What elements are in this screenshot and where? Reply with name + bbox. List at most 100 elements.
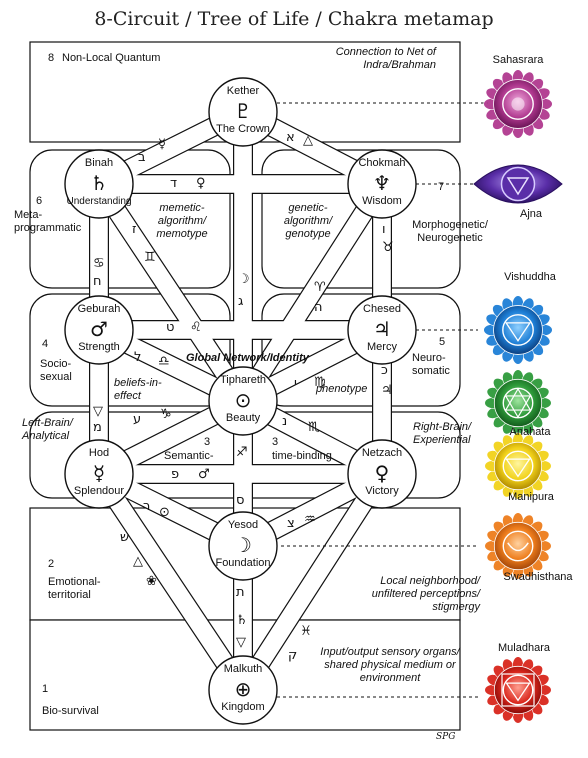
circuit-2-number: 2 xyxy=(48,558,55,570)
path-symbol-hod-yesod-sym-icon: ⊙ xyxy=(159,505,170,520)
path-symbol-netzach-yesod-sym-icon: ♒ xyxy=(304,512,316,527)
path-symbol-geburah-left-icon: ▽ xyxy=(93,404,103,419)
path-binah-tiphareth xyxy=(91,179,251,406)
sephira-geburah xyxy=(64,295,134,365)
sephira-hod-symbol-icon: ☿ xyxy=(92,461,106,485)
sephira-yesod-name: Yesod xyxy=(227,519,259,531)
path-symbol-kether-tiph-icon: ☽ xyxy=(238,272,250,287)
path-symbol-kether-tiph-h-icon: ג xyxy=(238,294,244,309)
chakra-vishuddha-icon xyxy=(483,295,553,365)
sephira-binah-symbol-icon: ♄ xyxy=(90,171,108,195)
circuit-2-note: Local neighborhood/ unfiltered perceptio… xyxy=(371,575,480,613)
path-symbol-binah-chokmah-sym-icon: ♀ xyxy=(196,176,206,191)
path-symbol-hod-yesod-icon: ר xyxy=(143,499,151,514)
path-symbol-chesed-tiph-sym-icon: ♍ xyxy=(314,375,326,390)
path-symbol-hod-malkuth-icon: ש xyxy=(120,530,130,545)
path-symbol-geburah-tiph-icon: ל xyxy=(134,350,142,365)
path-symbol-netzach-malkuth-h-icon: ק xyxy=(288,648,298,663)
circuit-1-label: Bio-survival xyxy=(42,705,99,717)
path-symbol-kether-chokmah-sym-icon: △ xyxy=(303,133,313,148)
path-symbol-chesed-right-sym-icon: ♃ xyxy=(381,383,393,398)
sephira-binah-title: Understanding xyxy=(66,196,132,207)
path-symbol-geburah-left-h-icon: מ xyxy=(93,420,102,435)
sephira-malkuth-name: Malkuth xyxy=(223,663,263,675)
page-title: 8-Circuit / Tree of Life / Chakra metama… xyxy=(94,8,494,30)
sephirot-nodes xyxy=(64,77,417,725)
chakra-anahata-icon xyxy=(484,369,552,437)
sephira-chesed-name: Chesed xyxy=(363,303,401,315)
circuit-5-label: Neuro-somatic xyxy=(412,352,450,377)
circuit-7-number: 7 xyxy=(438,181,445,193)
sephira-yesod-title: Foundation xyxy=(215,557,271,569)
annotation-global-network: Global Network/Identity xyxy=(186,352,309,364)
path-symbol-chesed-tiph-icon: י xyxy=(294,376,297,391)
circuit-3-label-left: Semantic- xyxy=(164,450,214,462)
circuit-6-number: 6 xyxy=(36,195,43,207)
sephira-tiphareth xyxy=(208,366,278,436)
chakra-sahasrara-label: Sahasrara xyxy=(492,54,544,66)
annotation-memetic: memetic-algorithm/ memotype xyxy=(156,202,208,240)
sephira-chokmah-symbol-icon: ♆ xyxy=(373,171,391,195)
path-symbol-binah-tiph-sym-icon: ♊ xyxy=(144,250,156,265)
circuit-7-label: Morphogenetic/ Neurogenetic xyxy=(412,219,488,244)
chakra-manipura-icon xyxy=(484,432,552,500)
path-netzach-malkuth xyxy=(235,469,390,695)
sephira-chesed xyxy=(347,295,417,365)
annotation-beliefs: beliefs-in-effect xyxy=(114,377,162,402)
sephira-geburah-title: Strength xyxy=(78,341,120,353)
sephira-binah-name: Binah xyxy=(84,157,114,169)
path-symbol-kether-binah-sym-icon: ☿ xyxy=(158,137,166,152)
sephira-kether xyxy=(208,77,278,147)
path-symbol-netzach-tiph-sym-icon: ♏ xyxy=(308,420,320,435)
path-symbol-binah-left-h-icon: ח xyxy=(93,274,102,289)
chakra-swadhisthana-icon xyxy=(484,512,552,580)
chakra-muladhara-label: Muladhara xyxy=(498,642,550,654)
sephira-chesed-title: Mercy xyxy=(367,341,397,353)
sephira-kether-title: The Crown xyxy=(216,123,270,135)
path-symbol-chokmah-right-sym-icon: ♉ xyxy=(382,240,394,255)
sephira-yesod xyxy=(208,511,278,581)
circuit-6-label: Meta-programmatic xyxy=(14,209,82,234)
sephira-malkuth-symbol-icon: ⊕ xyxy=(234,677,252,701)
path-symbol-hod-netzach-icon: פ xyxy=(171,467,180,482)
annotation-left-brain: Left-Brain/ Analytical xyxy=(22,417,73,442)
sephira-chokmah-name: Chokmah xyxy=(358,157,406,169)
path-symbol-hod-netzach-sym-icon: ♂ xyxy=(198,467,210,482)
path-symbol-binah-left-icon: ♋ xyxy=(93,256,105,271)
path-symbol-binah-tiph-icon: ז xyxy=(132,222,137,237)
annotation-phenotype: phenotype xyxy=(316,383,368,395)
sephira-netzach-name: Netzach xyxy=(361,447,403,459)
path-symbol-yesod-malkuth-icon: ת xyxy=(236,585,245,600)
chakra-ajna-label: Ajna xyxy=(519,208,543,220)
sephira-yesod-symbol-icon: ☽ xyxy=(234,533,252,557)
path-symbol-chokmah-right-icon: ו xyxy=(382,222,386,237)
sephira-hod-title: Splendour xyxy=(73,485,125,497)
sephira-geburah-name: Geburah xyxy=(77,303,121,315)
artist-signature: SPG xyxy=(436,732,456,742)
path-symbol-tiph-yesod-icon: ♐ xyxy=(236,445,248,460)
sephira-hod-name: Hod xyxy=(88,447,110,459)
chakra-ajna-icon xyxy=(473,164,563,204)
path-symbol-hod-malkuth-sym-icon: △ xyxy=(133,554,143,569)
path-symbol-binah-chokmah-icon: ד xyxy=(170,176,178,191)
circuit-8-note: Connection to Net of Indra/Brahman xyxy=(335,46,436,71)
path-symbol-tiph-yesod-h-icon: ס xyxy=(236,493,245,508)
sephira-malkuth xyxy=(208,655,278,725)
circuit-2-label: Emotional-territorial xyxy=(48,576,101,601)
circuit-8-number: 8 xyxy=(48,52,55,64)
chakra-manipura-label: Manipura xyxy=(508,491,554,503)
sephira-kether-symbol-icon: ♇ xyxy=(234,99,252,123)
sephira-netzach xyxy=(347,439,417,509)
sephira-geburah-symbol-icon: ♂ xyxy=(90,317,108,341)
circuit-3-number-right: 3 xyxy=(272,436,279,448)
path-symbol-hod-malkuth-sym2-icon: ❀ xyxy=(146,574,157,589)
path-hod-malkuth xyxy=(91,469,251,695)
circuit-1-number: 1 xyxy=(42,683,49,695)
circuit-4-label: Socio-sexual xyxy=(40,358,72,383)
path-symbol-netzach-malkuth-icon: ♓ xyxy=(300,624,312,639)
circuit-1-note: Input/output sensory organs/ shared phys… xyxy=(320,646,460,684)
chakra-guides xyxy=(277,102,488,698)
chakra-sahasrara-icon xyxy=(483,69,553,139)
sephira-tiphareth-symbol-icon: ⊙ xyxy=(234,388,252,412)
